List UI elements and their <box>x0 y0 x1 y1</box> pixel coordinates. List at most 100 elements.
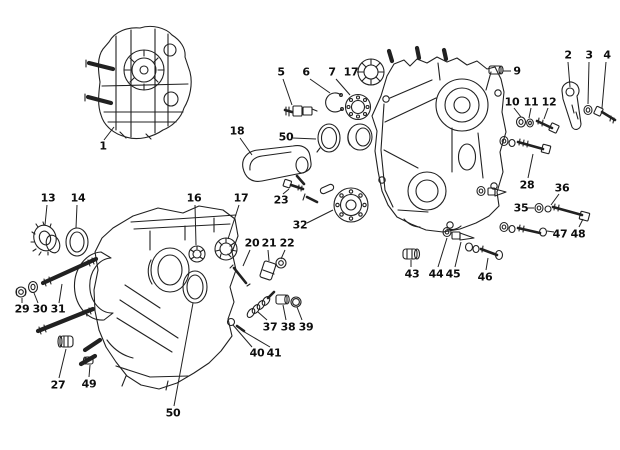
valve-seat-40-41-drawing <box>226 317 246 333</box>
part-callout-46: 46 <box>477 270 493 284</box>
engine-assembly-drawing <box>84 25 192 140</box>
part-callout-45: 45 <box>445 267 461 281</box>
part-callout-36: 36 <box>554 181 570 195</box>
leader-line-2 <box>567 61 571 88</box>
bolt-23-drawing <box>282 178 305 192</box>
washer-nut-35-36-drawing <box>534 202 552 214</box>
part-callout-3: 3 <box>585 48 593 62</box>
part-callout-29: 29 <box>14 302 30 316</box>
part-callout-49: 49 <box>81 377 97 391</box>
bolt-48-drawing <box>551 203 591 222</box>
right-crankcase-drawing <box>371 45 507 233</box>
part-callout-43: 43 <box>404 267 420 281</box>
leader-line-1 <box>103 126 115 141</box>
part-callout-50: 50 <box>165 406 181 420</box>
leader-line-44 <box>437 237 448 268</box>
leader-line-38 <box>282 304 287 321</box>
plug-49-drawing <box>82 356 94 365</box>
leader-line-48 <box>578 218 584 228</box>
leader-line-5 <box>282 78 293 106</box>
leader-line-47 <box>546 230 555 233</box>
lever-2-drawing <box>561 81 582 130</box>
part-callout-5: 5 <box>277 65 285 79</box>
part-callout-44: 44 <box>428 267 444 281</box>
part-callout-17: 17 <box>233 191 249 205</box>
bolt-47-drawing <box>499 221 548 237</box>
part-callout-16: 16 <box>186 191 202 205</box>
part-callout-39: 39 <box>298 320 314 334</box>
part-callout-32: 32 <box>292 218 308 232</box>
breather-sensor-drawing <box>476 185 507 197</box>
leader-line-11 <box>528 107 532 119</box>
ball-bearing-32-drawing <box>333 187 369 223</box>
bearing-13-drawing <box>30 221 61 256</box>
leader-line-28 <box>527 153 534 179</box>
seal-ring-50-drawing <box>316 123 341 153</box>
part-callout-22: 22 <box>279 236 295 250</box>
part-callout-17: 17 <box>343 65 359 79</box>
part-callout-40: 40 <box>249 346 265 360</box>
o-ring-39-drawing <box>290 296 302 308</box>
seal-14-drawing <box>65 227 89 257</box>
plug-27-drawing <box>57 335 74 348</box>
part-callout-38: 38 <box>280 320 296 334</box>
leader-line-27 <box>58 348 67 379</box>
washer-44-drawing <box>442 226 452 238</box>
leader-line-4 <box>601 61 607 109</box>
bushing-drawing <box>347 123 373 151</box>
leader-line-10 <box>513 107 522 118</box>
leader-line-37 <box>257 311 268 321</box>
leader-line-17 <box>227 204 240 240</box>
part-callout-30: 30 <box>32 302 48 316</box>
plug-9-drawing <box>488 65 504 75</box>
woodruff-key-drawing <box>302 183 335 204</box>
part-callout-7: 7 <box>328 65 336 79</box>
part-callout-27: 27 <box>50 378 66 392</box>
oil-sensor-drawing <box>283 105 318 117</box>
part-callout-31: 31 <box>50 302 66 316</box>
part-callout-20: 20 <box>244 236 260 250</box>
part-callout-6: 6 <box>302 65 310 79</box>
leader-line-46 <box>485 257 489 271</box>
part-callout-23: 23 <box>273 193 289 207</box>
part-callout-11: 11 <box>523 95 539 109</box>
part-callout-9: 9 <box>513 64 521 78</box>
valve-stud-20-drawing <box>229 264 251 287</box>
part-callout-37: 37 <box>262 320 278 334</box>
leader-line-14 <box>75 204 78 229</box>
leader-line-23 <box>282 188 290 195</box>
leader-line-13 <box>44 204 48 226</box>
part-callout-21: 21 <box>261 236 277 250</box>
leader-line-21 <box>267 249 270 262</box>
leader-line-41 <box>240 329 271 348</box>
leader-line-31 <box>58 283 63 304</box>
leader-line-36 <box>550 193 560 206</box>
leader-line-30 <box>33 292 39 304</box>
part-callout-47: 47 <box>552 227 568 241</box>
part-callout-13: 13 <box>40 191 56 205</box>
leader-line-12 <box>543 107 549 120</box>
valve-plug-38-drawing <box>275 294 290 305</box>
leader-line-50 <box>173 302 194 407</box>
valve-piston-21-drawing <box>259 260 277 281</box>
part-callout-14: 14 <box>70 191 86 205</box>
leader-line-50 <box>292 137 317 140</box>
bolt-12-drawing <box>535 117 560 134</box>
leader-line-32 <box>306 209 334 224</box>
part-callout-35: 35 <box>513 201 529 215</box>
valve-spring-37-drawing <box>246 290 276 318</box>
part-callout-4: 4 <box>603 48 611 62</box>
ball-bearing-7-drawing <box>344 93 372 121</box>
washer-3-drawing <box>583 104 593 116</box>
bolt-46-drawing <box>464 242 504 261</box>
part-callout-12: 12 <box>541 95 557 109</box>
part-callout-18: 18 <box>229 124 245 138</box>
part-callout-1: 1 <box>99 139 107 153</box>
leader-line-39 <box>296 306 303 321</box>
part-callout-41: 41 <box>266 346 282 360</box>
part-callout-48: 48 <box>570 227 586 241</box>
bolt-4-drawing <box>593 105 617 124</box>
washer-30-drawing <box>27 280 39 294</box>
